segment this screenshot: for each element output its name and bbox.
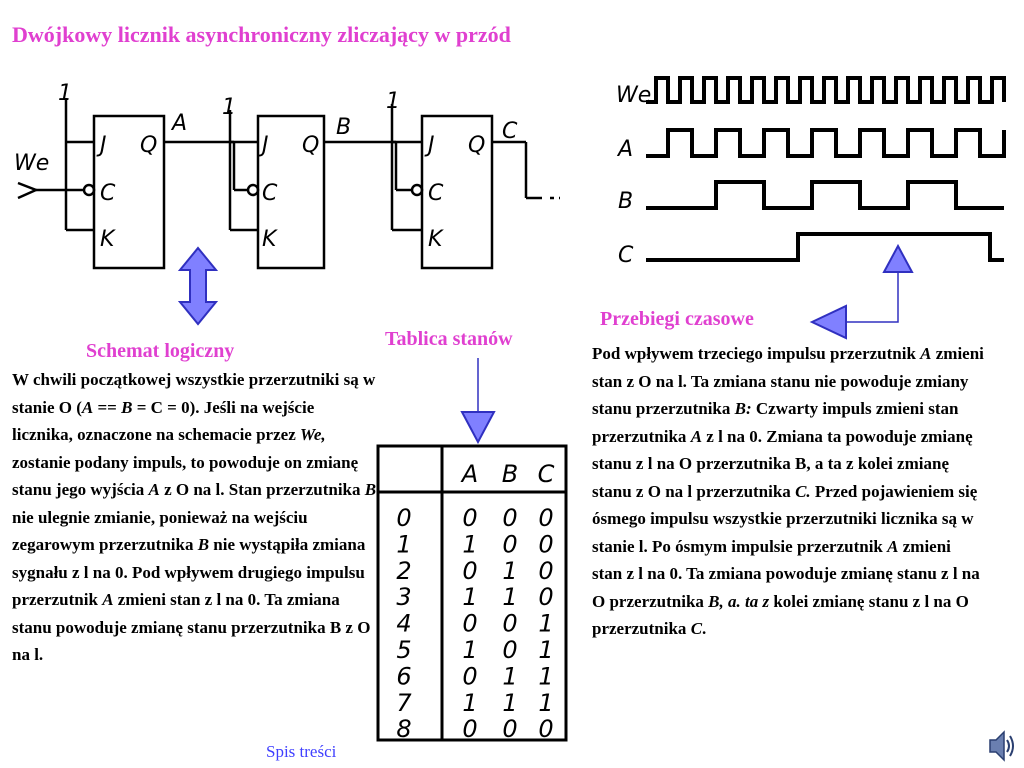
ff1-pin-c: C [100, 181, 116, 206]
one-label-3: 1 [386, 89, 400, 114]
table-cell-b: 0 [502, 530, 517, 558]
ff1-pin-j: J [96, 133, 107, 158]
table-cell-step: 7 [396, 689, 412, 717]
left-paragraph: W chwili początkowej wszystkie przerzutn… [12, 370, 377, 664]
page-title: Dwójkowy licznik asynchroniczny zliczają… [12, 22, 511, 47]
table-cell-c: 1 [538, 610, 553, 638]
table-cell-a: 1 [462, 530, 477, 558]
table-cell-a: 0 [462, 715, 477, 743]
timing-label-b: B [618, 189, 633, 214]
table-header-b: B [502, 460, 518, 488]
left-arrow-icon [809, 304, 847, 340]
schemat-label: Schemat logiczny [86, 340, 235, 362]
speaker-icon[interactable] [986, 728, 1018, 764]
we-waveform [646, 76, 1006, 104]
ff2-pin-c: C [262, 181, 278, 206]
ff3-pin-c: C [428, 181, 444, 206]
table-cell-step: 3 [396, 583, 411, 611]
table-cell-c: 1 [538, 636, 553, 664]
table-cell-b: 1 [502, 689, 517, 717]
ff2-pin-k: K [262, 227, 278, 252]
table-cell-c: 0 [538, 715, 553, 743]
table-cell-b: 0 [502, 610, 517, 638]
one-label-1: 1 [58, 81, 72, 106]
table-of-contents-link[interactable]: Spis treści [266, 742, 337, 761]
table-cell-a: 0 [462, 662, 477, 690]
ff3-pin-k: K [428, 227, 444, 252]
table-cell-a: 0 [462, 504, 477, 532]
output-b-label: B [336, 115, 351, 140]
right-paragraph: Pod wpływem trzeciego impulsu przerzutni… [592, 344, 984, 638]
one-label-2: 1 [222, 95, 236, 120]
double-arrow-icon [177, 246, 219, 326]
table-arrow-icon [460, 411, 496, 445]
table-cell-step: 4 [396, 610, 411, 638]
table-header-c: C [538, 460, 555, 488]
logic-schematic: We 1 1 1 A B C J C K Q J C K Q J C K Q [14, 81, 560, 270]
timing-label-a: A [616, 137, 633, 162]
ff2-pin-j: J [258, 133, 269, 158]
table-cell-step: 2 [396, 557, 411, 585]
table-cell-c: 0 [538, 530, 553, 558]
table-header-a: A [460, 460, 478, 488]
table-cell-c: 1 [538, 689, 553, 717]
table-cell-b: 1 [502, 583, 517, 611]
output-c-label: C [502, 119, 518, 144]
up-arrow-icon [882, 243, 914, 273]
table-cell-b: 0 [502, 715, 517, 743]
table-cell-c: 1 [538, 662, 553, 690]
c-waveform [646, 232, 1004, 262]
table-cell-a: 0 [462, 610, 477, 638]
ff1-pin-k: K [100, 227, 116, 252]
tablica-label: Tablica stanów [385, 328, 513, 350]
table-cell-b: 0 [502, 504, 517, 532]
ff3-pin-q: Q [468, 133, 485, 158]
table-cell-b: 0 [502, 636, 517, 664]
table-cell-a: 1 [462, 636, 477, 664]
table-cell-b: 1 [502, 662, 517, 690]
table-cell-step: 0 [396, 504, 411, 532]
table-cell-c: 0 [538, 583, 553, 611]
b-waveform [646, 180, 1004, 210]
a-waveform [646, 128, 1006, 158]
table-cell-c: 0 [538, 504, 553, 532]
table-cell-a: 1 [462, 583, 477, 611]
table-cell-step: 8 [396, 715, 411, 743]
ff3-pin-j: J [424, 133, 435, 158]
timing-label-c: C [618, 243, 634, 268]
table-cell-step: 1 [396, 530, 411, 558]
table-cell-a: 0 [462, 557, 477, 585]
timing-label-we: We [616, 83, 651, 108]
table-cell-step: 6 [396, 662, 411, 690]
input-label: We [14, 151, 49, 176]
table-cell-a: 1 [462, 689, 477, 717]
przebiegi-label: Przebiegi czasowe [600, 308, 754, 330]
output-a-label: A [170, 111, 187, 136]
table-cell-step: 5 [396, 636, 411, 664]
table-cell-c: 0 [538, 557, 553, 585]
table-cell-b: 1 [502, 557, 517, 585]
timing-diagram: We A B C [616, 76, 1006, 268]
ff2-pin-q: Q [302, 133, 319, 158]
ff1-pin-q: Q [140, 133, 157, 158]
